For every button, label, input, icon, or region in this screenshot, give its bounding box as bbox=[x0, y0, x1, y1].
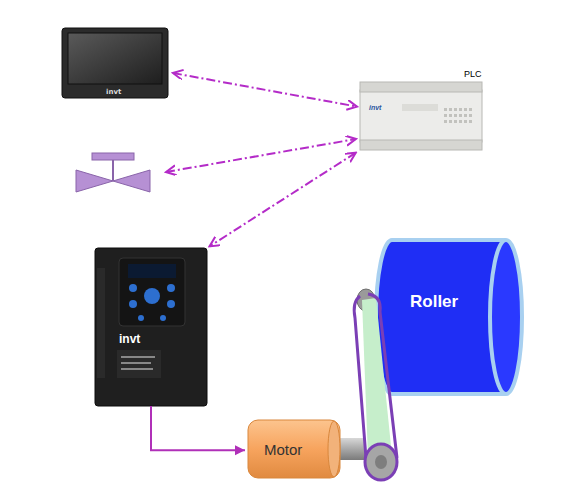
status-led bbox=[449, 108, 452, 111]
signal-link bbox=[210, 153, 356, 247]
motor-cylinder: Motor bbox=[248, 420, 340, 478]
inverter-drive: invt bbox=[95, 248, 207, 406]
roller-end bbox=[376, 240, 392, 394]
inverter-drive-shape bbox=[95, 248, 207, 406]
keypad-display bbox=[128, 264, 176, 278]
keypad-button bbox=[138, 315, 144, 321]
rating-label bbox=[117, 350, 161, 378]
status-led bbox=[444, 108, 447, 111]
status-led bbox=[459, 114, 462, 117]
inverter-body bbox=[95, 248, 207, 406]
roller-cylinder: Roller bbox=[372, 238, 524, 396]
rating-line bbox=[121, 368, 153, 370]
brand-logo: invt bbox=[119, 332, 140, 346]
terminal-strip bbox=[360, 140, 482, 150]
keypad-panel bbox=[119, 258, 185, 326]
valve-body bbox=[76, 170, 113, 192]
part-name: Roller bbox=[410, 292, 458, 312]
device-label: PLC bbox=[464, 69, 482, 79]
part-name: Motor bbox=[264, 441, 302, 458]
motor-body bbox=[248, 420, 340, 478]
status-led bbox=[454, 114, 457, 117]
motor-cylinder-shape bbox=[248, 420, 340, 478]
roller-edge bbox=[392, 238, 506, 242]
keypad-button bbox=[144, 288, 160, 304]
plc-unit: PLCinvt bbox=[360, 82, 482, 150]
hmi-bezel bbox=[62, 28, 168, 98]
rating-line bbox=[121, 356, 155, 358]
keypad-button bbox=[129, 284, 137, 292]
status-led bbox=[469, 108, 472, 111]
vent-strip bbox=[97, 268, 105, 378]
keypad-button bbox=[167, 284, 175, 292]
belt-edge bbox=[354, 296, 366, 458]
hmi-panel-shape bbox=[62, 28, 168, 98]
status-led bbox=[464, 120, 467, 123]
status-led bbox=[459, 108, 462, 111]
valve-symbol bbox=[76, 153, 150, 192]
status-led bbox=[464, 114, 467, 117]
roller-pulley bbox=[357, 289, 375, 311]
plc-body bbox=[360, 90, 482, 142]
belt-band bbox=[362, 298, 392, 458]
valve-body bbox=[113, 170, 150, 192]
status-led bbox=[444, 114, 447, 117]
belt-edge bbox=[368, 294, 397, 458]
motor-shaft bbox=[340, 438, 366, 460]
valve-actuator bbox=[92, 153, 134, 160]
power-link bbox=[151, 406, 245, 450]
terminal-strip bbox=[360, 82, 482, 92]
hmi-panel: invt bbox=[62, 28, 168, 98]
motor-end bbox=[328, 421, 340, 477]
plc-unit-shape bbox=[360, 82, 482, 150]
pulley-hub bbox=[375, 455, 387, 469]
status-led bbox=[464, 108, 467, 111]
status-led bbox=[454, 120, 457, 123]
keypad-button bbox=[129, 300, 137, 308]
signal-line bbox=[166, 139, 356, 172]
roller-body bbox=[392, 240, 506, 394]
roller-cylinder-shape bbox=[372, 238, 524, 396]
motor-pulley bbox=[365, 444, 397, 480]
brand-logo: invt bbox=[369, 104, 381, 111]
valve-stem bbox=[112, 160, 114, 181]
signal-link bbox=[173, 73, 357, 107]
keypad-button bbox=[160, 315, 166, 321]
brand-logo: invt bbox=[106, 88, 121, 96]
keypad-button bbox=[167, 300, 175, 308]
plc-label-plate bbox=[402, 104, 438, 111]
status-led bbox=[469, 120, 472, 123]
status-led bbox=[459, 120, 462, 123]
status-led bbox=[469, 114, 472, 117]
roller-end bbox=[490, 240, 522, 394]
status-led bbox=[449, 120, 452, 123]
status-led bbox=[444, 120, 447, 123]
rating-line bbox=[121, 362, 151, 364]
hmi-screen bbox=[68, 33, 162, 84]
status-led bbox=[449, 114, 452, 117]
status-led bbox=[454, 108, 457, 111]
roller-edge bbox=[392, 392, 506, 396]
